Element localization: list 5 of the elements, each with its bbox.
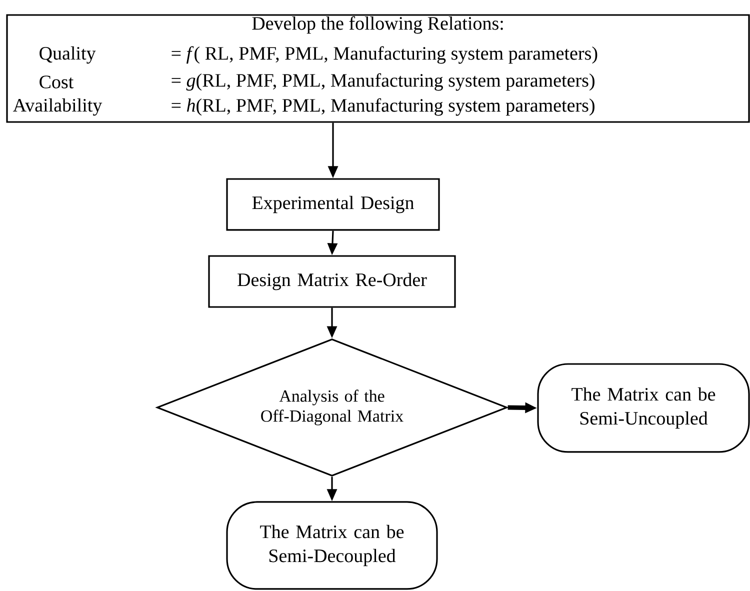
- process-box: Design Matrix Re-Order: [208, 255, 456, 308]
- relations-box: Develop the following Relations: Quality = f( RL, PMF, PML, Manufacturing system parameters) Cost = g(RL, PMF, PML, Manufacturing system parameters) Availability = h(RL, PMF, PML, Manufacturing system parameters): [6, 14, 750, 123]
- process-box: Experimental Design: [226, 178, 440, 231]
- terminal-box: The Matrix can be Semi-Decoupled: [226, 501, 438, 590]
- terminal-box: The Matrix can be Semi-Uncoupled: [537, 363, 750, 453]
